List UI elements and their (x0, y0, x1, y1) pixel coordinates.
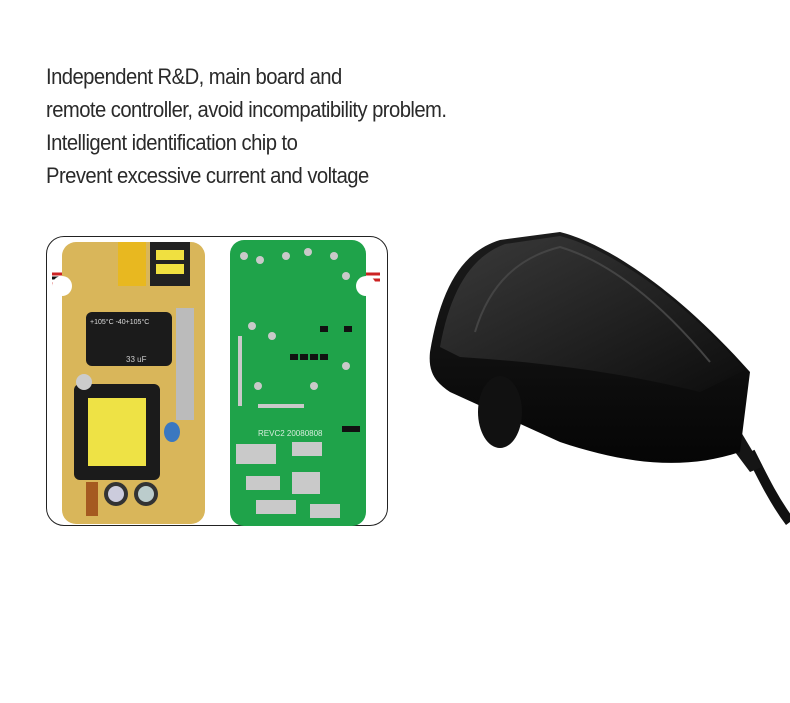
power-adapter-image (429, 232, 790, 525)
caption-line-1: Independent R&D, main board and (46, 64, 342, 89)
caption-line-3: Intelligent identification chip to (46, 130, 298, 155)
product-description: Independent R&D, main board and remote c… (46, 60, 447, 192)
caption-line-4: Prevent excessive current and voltage (46, 163, 369, 188)
green-pcb-board: REVC2 20080808 (230, 240, 376, 526)
circuit-boards-image: +105°C -40+105°C 33 uF REVC2 2008080 (52, 240, 380, 526)
capacitor-label: +105°C -40+105°C (90, 318, 149, 326)
pcb-revision-label: REVC2 20080808 (258, 429, 323, 438)
capacitor-value: 33 uF (126, 355, 147, 364)
caption-line-2: remote controller, avoid incompatibility… (46, 97, 447, 122)
yellow-main-board: +105°C -40+105°C 33 uF (52, 242, 205, 524)
